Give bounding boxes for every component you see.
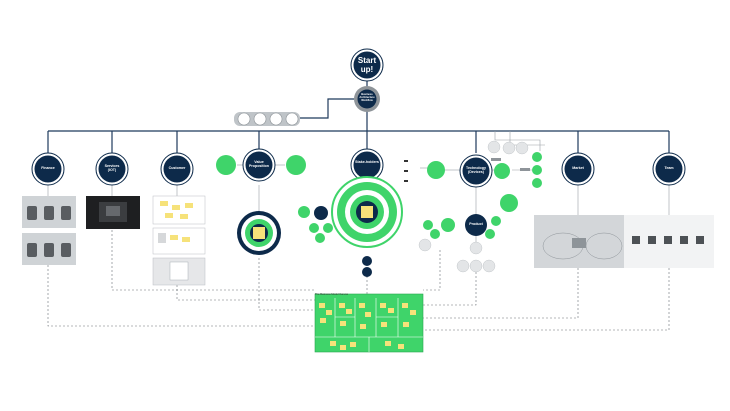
value-wheel [237,211,281,255]
business-model-canvas [314,293,424,353]
node-label-technology[interactable]: Technology (Devices) [466,166,486,174]
canvas-title: The Business Model Canvas [315,293,349,296]
services-panel [86,196,140,229]
center-label: Business Architecture Workflow [359,93,375,102]
customer-panels [152,195,206,286]
market-team-panels [534,215,714,268]
node-label-team[interactable]: Team [664,166,674,170]
finance-panels [22,196,76,265]
node-label-finance[interactable]: Finance [41,166,55,170]
gray-circles [418,140,529,273]
start-node[interactable] [350,48,384,82]
connector-lines [47,80,670,153]
stakeholders-wheel [314,176,403,277]
device-markers [404,158,530,182]
node-label-market[interactable]: Market [572,166,584,170]
workflow-steps-bar [234,112,300,126]
node-label-product[interactable]: Product [469,222,483,226]
dashed-connectors [47,230,670,331]
node-label-stakeholders[interactable]: Stake-holders [355,160,379,164]
node-label-customer[interactable]: Customer [168,166,186,170]
node-label-services[interactable]: Services (IOT) [104,164,120,172]
main-nodes [31,148,686,236]
green-circles [216,152,542,243]
start-label: Start up! [357,56,377,74]
node-label-value-proposition[interactable]: Value Proposition [249,160,269,168]
center-node[interactable] [354,86,380,112]
